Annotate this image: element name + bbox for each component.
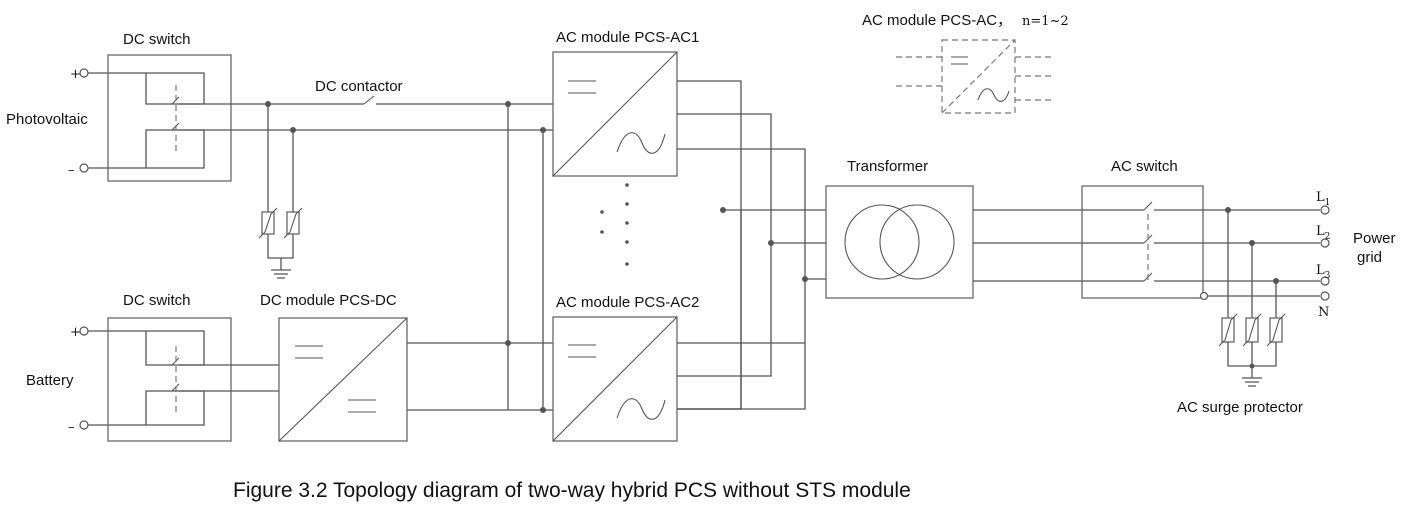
L2-label: L2 [1316,224,1330,242]
module-ellipsis [600,183,629,266]
battery-minus-sign: – [68,420,75,435]
grid-terminals: L1 L2 L3 N Power grid [1203,190,1396,320]
pv-surge-arrester [258,104,303,279]
dc-switch-bottom-label: DC switch [123,292,191,309]
dc-switch-bottom: DC switch [107,292,279,442]
ac-module-pcs-ac1: AC module PCS-AC1 [552,29,826,410]
power-grid-label-line2: grid [1357,249,1382,266]
dc-module-pcs-dc: DC module PCS-DC [260,292,543,442]
dc-switch-top: DC switch [107,31,293,182]
battery-plus-sign: + [70,325,81,340]
battery-label: Battery [26,372,74,389]
ac-switch-label: AC switch [1111,158,1178,175]
dc-module-label: DC module PCS-DC [260,292,397,309]
ac-switch: AC switch [1081,158,1320,299]
ac-surge-protector: AC surge protector [1177,207,1303,416]
battery-terminals: + – Battery [26,325,146,435]
pv-plus-sign: + [70,67,81,82]
ac-module-legend: AC module PCS-AC， n=1~2 [862,12,1069,114]
pv-terminals: + – Photovoltaic [6,67,146,178]
ac-bus-junctions [677,207,808,410]
ac-module-2-label: AC module PCS-AC2 [556,294,699,311]
N-label: N [1318,305,1329,320]
pv-minus-sign: – [68,163,75,178]
ac-module-pcs-ac2: AC module PCS-AC2 [552,209,826,442]
ac-module-legend-n: n=1~2 [1022,14,1069,29]
transformer: Transformer [825,158,1082,299]
ac-module-1-label: AC module PCS-AC1 [556,29,699,46]
dc-contactor-label: DC contactor [315,78,403,95]
L1-label: L1 [1316,190,1330,208]
figure-caption: Figure 3.2 Topology diagram of two-way h… [233,479,911,502]
dc-switch-top-label: DC switch [123,31,191,48]
power-grid-label-line1: Power [1353,230,1396,247]
L3-label: L3 [1316,263,1331,281]
ac-module-legend-label: AC module PCS-AC， [862,12,1012,29]
transformer-label: Transformer [847,158,928,175]
dc-contactor: DC contactor [265,78,543,133]
ac-surge-protector-label: AC surge protector [1177,399,1303,416]
dc-bus [505,101,553,413]
photovoltaic-label: Photovoltaic [6,111,88,128]
